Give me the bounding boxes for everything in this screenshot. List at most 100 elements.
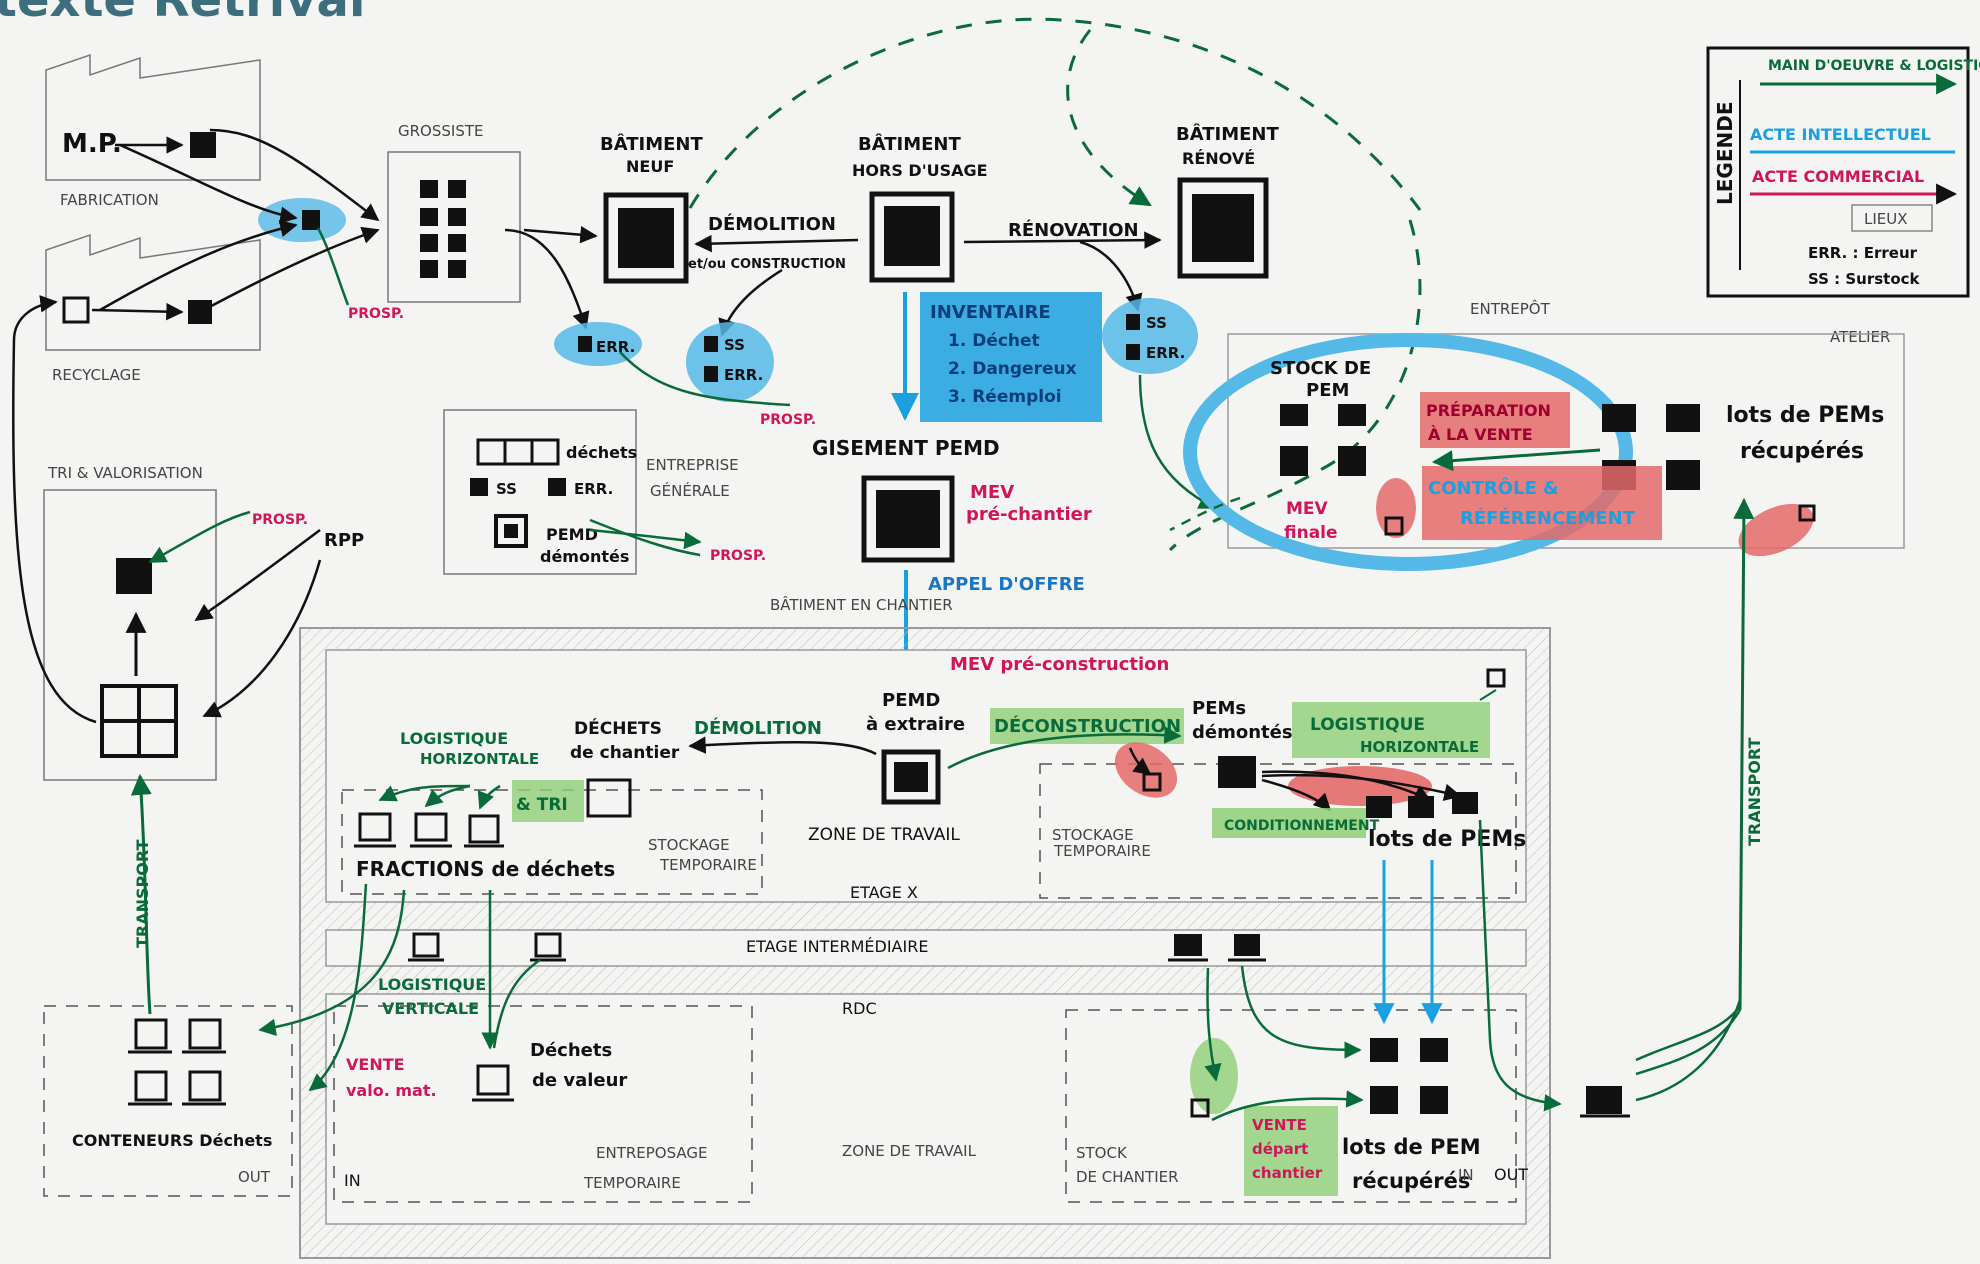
preparation-label-2: À LA VENTE	[1428, 425, 1533, 444]
entreprise-label-1: ENTREPRISE	[646, 456, 739, 474]
stockage-temp-label-1: STOCKAGE	[648, 836, 730, 854]
preparation-label-1: PRÉPARATION	[1426, 401, 1551, 420]
ss-label-1: SS	[724, 336, 745, 354]
ss-err-highlight	[686, 322, 774, 402]
entreposage-label-2: TEMPORAIRE	[583, 1174, 681, 1192]
pems-demontes-label-2: démontés	[1192, 722, 1293, 743]
etage-intermediaire-label: ETAGE INTERMÉDIAIRE	[746, 937, 928, 956]
stockage-temp-label-2: TEMPORAIRE	[659, 856, 757, 874]
err-label-3: ERR.	[1146, 344, 1185, 362]
zone-travail-label: ZONE DE TRAVAIL	[808, 825, 960, 845]
mev-finale-label-2: finale	[1284, 523, 1338, 543]
demolition-chantier-label: DÉMOLITION	[694, 717, 822, 739]
logistique-h2-box	[1292, 702, 1490, 758]
vente-depart-label-2: départ	[1252, 1140, 1308, 1158]
inventaire-item-2: 2. Dangereux	[948, 359, 1077, 379]
tri-box	[512, 780, 584, 822]
batiment-neuf-label-2: NEUF	[626, 157, 674, 176]
stock-chantier-label-1: STOCK	[1076, 1144, 1128, 1162]
deconstruction-label: DÉCONSTRUCTION	[994, 715, 1181, 737]
entreprise-label-2: GÉNÉRALE	[650, 481, 730, 500]
etage-x-label: ETAGE X	[850, 883, 918, 902]
entreposage-label-1: ENTREPOSAGE	[596, 1144, 708, 1162]
vente-valo-label-2: valo. mat.	[346, 1081, 437, 1100]
batiment-renove-label-2: RÉNOVÉ	[1182, 149, 1255, 168]
gisement-label: GISEMENT PEMD	[812, 436, 1000, 460]
legend-err: ERR. : Erreur	[1808, 244, 1918, 262]
legend-intellectual: ACTE INTELLECTUEL	[1750, 125, 1931, 144]
batiment-neuf-label-1: BÂTIMENT	[600, 133, 704, 155]
prosp-label-1: PROSP.	[348, 306, 404, 322]
construction-label: et/ou CONSTRUCTION	[688, 257, 846, 272]
mev-pre-construction-label: MEV pré-construction	[950, 654, 1169, 675]
pemd-extraire	[881, 749, 941, 805]
logistique-h-label-1: LOGISTIQUE	[400, 729, 508, 748]
left-transport-label: TRANSPORT	[133, 840, 152, 948]
lots-pems-label: lots de PEMs	[1368, 827, 1526, 852]
entrepot-label: ENTREPÔT	[1470, 299, 1551, 318]
prosp-label-4: PROSP.	[710, 548, 766, 564]
stock-pem-label-2: PEM	[1306, 380, 1349, 401]
logistique-h2-label-1: LOGISTIQUE	[1310, 715, 1425, 735]
mp-label: M.P.	[62, 129, 122, 159]
mp-product	[190, 132, 216, 158]
tri-valorisation-label: TRI & VALORISATION	[47, 464, 203, 482]
dechets-label: déchets	[566, 443, 637, 462]
rpp-label: RPP	[324, 530, 364, 551]
err-highlight-1	[554, 322, 642, 366]
in-label: IN	[344, 1171, 361, 1190]
recyclage-label: RECYCLAGE	[52, 366, 141, 384]
entrepot-highlight	[1183, 333, 1633, 571]
atelier-label: ATELIER	[1830, 328, 1890, 346]
batiment-renove	[1177, 177, 1269, 279]
legend-places: LIEUX	[1864, 210, 1908, 228]
in2-label: IN	[1458, 1166, 1474, 1184]
fabrication-label: FABRICATION	[60, 191, 159, 209]
mev-pre-label-1: MEV	[970, 482, 1014, 503]
controle-box	[1422, 466, 1662, 540]
preparation-box	[1420, 392, 1570, 448]
inventaire-box	[920, 292, 1102, 422]
pemd-extraire-label-1: PEMD	[882, 690, 940, 711]
mev-pre-label-2: pré-chantier	[966, 504, 1092, 525]
batiment-hors-usage-label-2: HORS D'USAGE	[852, 161, 988, 180]
pend-label-2: démontés	[540, 547, 629, 566]
entreprise-generale-box	[443, 409, 637, 575]
pemd-extraire-label-2: à extraire	[866, 714, 965, 735]
err-label-2: ERR.	[724, 366, 763, 384]
legend-heading: LEGENDE	[1713, 102, 1737, 206]
batiment-renove-label-1: BÂTIMENT	[1176, 123, 1280, 145]
logistique-v-label-1: LOGISTIQUE	[378, 975, 486, 994]
ss-err-highlight-2	[1102, 298, 1198, 374]
controle-label-1: CONTRÔLE &	[1428, 477, 1559, 499]
demolition-label: DÉMOLITION	[708, 213, 836, 235]
conteneurs-label: CONTENEURS Déchets	[72, 1131, 272, 1150]
legend-box: LEGENDE MAIN D'OEUVRE & LOGISTIQUE ACTE …	[1706, 46, 1980, 298]
lots-recuperes-label-2: récupérés	[1740, 439, 1864, 464]
prosp-label-2: PROSP.	[760, 412, 816, 428]
out2-label: OUT	[1494, 1165, 1528, 1184]
dechets-chantier-label-2: de chantier	[570, 743, 680, 763]
page-title: texte Retrival	[0, 0, 365, 28]
stockage-temp2-label-1: STOCKAGE	[1052, 826, 1134, 844]
legend-ss: SS : Surstock	[1808, 270, 1921, 288]
lots-recup-label-1: lots de PEM	[1342, 1135, 1481, 1159]
ss-label-2: SS	[1146, 314, 1167, 332]
zone-travail2-label: ZONE DE TRAVAIL	[842, 1142, 977, 1160]
conditionnement-label: CONDITIONNEMENT	[1224, 818, 1380, 834]
lots-recup-label-2: récupérés	[1352, 1169, 1470, 1193]
legend-labour: MAIN D'OEUVRE & LOGISTIQUE	[1768, 58, 1980, 74]
prosp-label-3: PROSP.	[252, 512, 308, 528]
stock-chantier-label-2: DE CHANTIER	[1076, 1168, 1179, 1186]
logistique-h2-label-2: HORIZONTALE	[1360, 738, 1479, 756]
logistique-v-label-2: VERTICALE	[382, 999, 479, 1018]
fractions-label: FRACTIONS de déchets	[356, 857, 615, 881]
pend-label-1: PEMD	[546, 525, 598, 544]
tri-building	[43, 489, 217, 781]
deconstruction-box	[990, 708, 1184, 744]
dechets-valeur-label-1: Déchets	[530, 1040, 612, 1061]
gisement-pemd	[861, 475, 955, 563]
logistique-h-label-2: HORIZONTALE	[420, 750, 539, 768]
